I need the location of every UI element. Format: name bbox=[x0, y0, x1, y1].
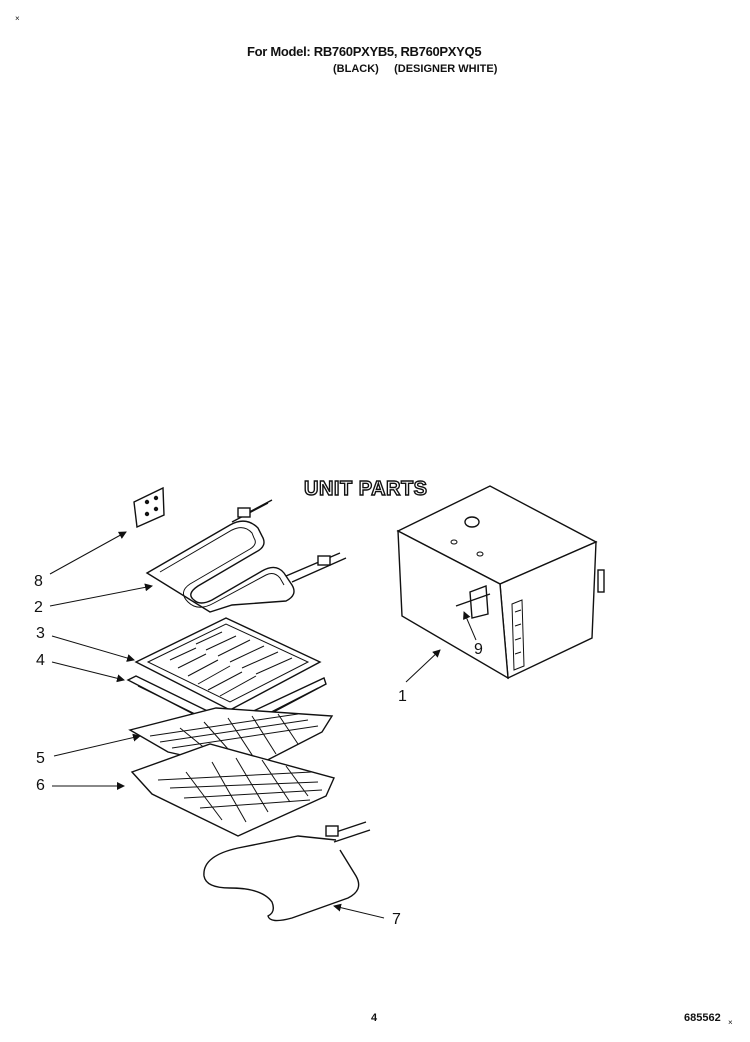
part-3-broiler-grid bbox=[134, 617, 322, 711]
callout-5: 5 bbox=[36, 750, 45, 767]
part-7-bake-element bbox=[203, 821, 371, 922]
part-6-oven-rack bbox=[130, 743, 335, 837]
leader-lines bbox=[49, 531, 477, 919]
callout-8: 8 bbox=[34, 573, 43, 590]
callout-7: 7 bbox=[392, 911, 401, 928]
part-8-terminal-block bbox=[133, 486, 165, 529]
callout-4: 4 bbox=[36, 652, 45, 669]
callout-6: 6 bbox=[36, 777, 45, 794]
part-9-sensor-bracket bbox=[455, 585, 491, 619]
diagram-title: UNIT PARTS bbox=[303, 477, 428, 500]
document-suffix-mark: × bbox=[728, 1018, 733, 1027]
callout-3: 3 bbox=[36, 625, 45, 642]
part-1-oven-cavity bbox=[396, 485, 605, 680]
document-number: 685562 bbox=[684, 1012, 721, 1024]
callout-9: 9 bbox=[474, 641, 483, 658]
callout-2: 2 bbox=[34, 599, 43, 616]
color-line: (BLACK) (DESIGNER WHITE) bbox=[333, 63, 498, 75]
callout-1: 1 bbox=[398, 688, 407, 705]
page-number: 4 bbox=[371, 1012, 378, 1024]
model-line: For Model: RB760PXYB5, RB760PXYQ5 bbox=[247, 44, 482, 59]
part-2-broil-element bbox=[145, 499, 347, 613]
corner-mark: × bbox=[15, 14, 20, 23]
